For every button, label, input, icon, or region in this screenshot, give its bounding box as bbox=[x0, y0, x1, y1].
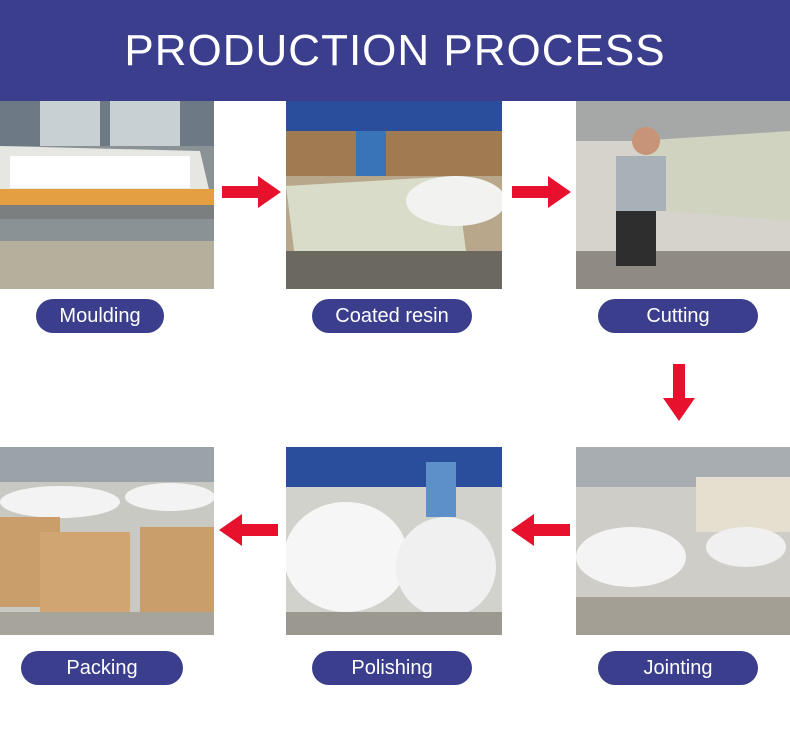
photo-moulding bbox=[0, 101, 214, 289]
page-title: PRODUCTION PROCESS bbox=[124, 25, 666, 75]
photo-cutting bbox=[576, 101, 790, 289]
arrow-icon bbox=[662, 364, 696, 422]
arrow-icon bbox=[222, 175, 282, 209]
step-label-cutting: Cutting bbox=[598, 299, 758, 333]
step-label-moulding: Moulding bbox=[36, 299, 164, 333]
step-label-coated-resin: Coated resin bbox=[312, 299, 472, 333]
photo-polishing bbox=[286, 447, 502, 635]
photo-jointing bbox=[576, 447, 790, 635]
step-label-jointing: Jointing bbox=[598, 651, 758, 685]
photo-coated-resin bbox=[286, 101, 502, 289]
step-label-packing: Packing bbox=[21, 651, 183, 685]
arrow-icon bbox=[511, 513, 571, 547]
arrow-icon bbox=[512, 175, 572, 209]
photo-packing bbox=[0, 447, 214, 635]
header-banner: PRODUCTION PROCESS bbox=[0, 0, 790, 101]
arrow-icon bbox=[219, 513, 279, 547]
step-label-polishing: Polishing bbox=[312, 651, 472, 685]
